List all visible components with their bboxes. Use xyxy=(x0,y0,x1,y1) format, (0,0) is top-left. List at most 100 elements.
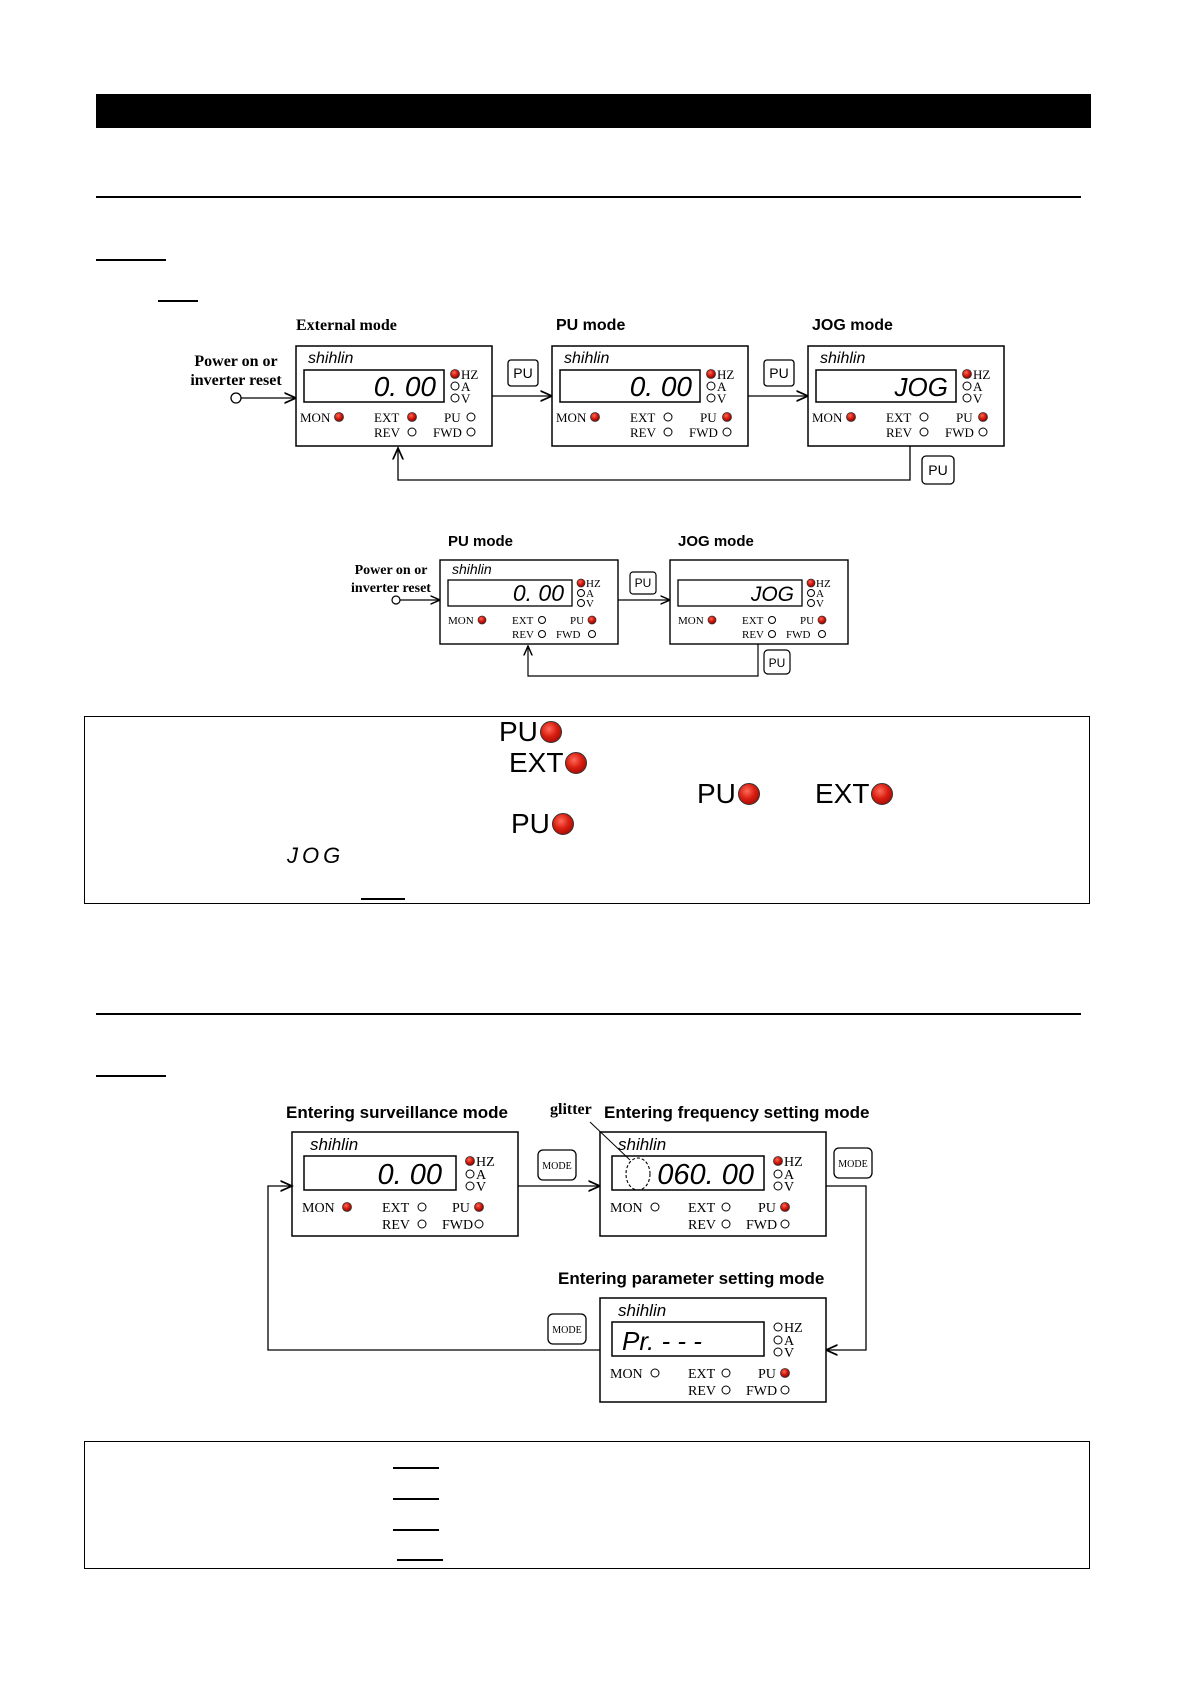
svg-text:REV: REV xyxy=(630,425,657,440)
ext-led-indicator: EXT xyxy=(815,779,894,809)
svg-text:EXT: EXT xyxy=(382,1201,410,1216)
glitter-label: glitter xyxy=(550,1101,592,1118)
svg-text:A: A xyxy=(784,1334,795,1349)
svg-text:A: A xyxy=(717,379,727,394)
panel-external: shihlin 0. 00 HZ A V MON EXT PU REV FWD xyxy=(295,345,493,447)
frequency-title: Entering frequency setting mode xyxy=(604,1103,869,1122)
mode-key[interactable]: MODE xyxy=(833,1147,873,1179)
subheading-underline xyxy=(158,300,198,302)
panel-frequency: shihlin 060. 00 HZ A V MON EXT PU REV FW… xyxy=(589,1121,827,1237)
svg-text:PU: PU xyxy=(570,615,584,627)
display-external: 0. 00 xyxy=(374,371,437,402)
pu-key[interactable]: PU xyxy=(507,359,539,387)
svg-text:REV: REV xyxy=(742,629,764,641)
heading-underline xyxy=(96,1075,166,1077)
svg-text:MON: MON xyxy=(300,410,331,425)
svg-text:MON: MON xyxy=(812,410,843,425)
operation-mode-diagram: Power on or inverter reset External mode… xyxy=(190,317,1005,485)
svg-text:A: A xyxy=(973,379,983,394)
svg-text:A: A xyxy=(784,1168,795,1183)
pu-key[interactable]: PU xyxy=(629,571,657,595)
jog-mode-title: JOG mode xyxy=(812,317,893,334)
display-frequency: 060. 00 xyxy=(657,1159,754,1191)
svg-text:EXT: EXT xyxy=(630,410,655,425)
power-terminal xyxy=(230,392,242,404)
svg-text:A: A xyxy=(586,588,594,600)
svg-text:shihlin: shihlin xyxy=(564,350,609,367)
svg-text:A: A xyxy=(461,379,471,394)
pu-mode-title: PU mode xyxy=(556,317,625,334)
svg-text:V: V xyxy=(784,1346,794,1361)
svg-text:PU mode: PU mode xyxy=(448,533,513,550)
svg-text:FWD: FWD xyxy=(746,1384,777,1399)
mode-key[interactable]: MODE xyxy=(537,1149,577,1181)
svg-text:EXT: EXT xyxy=(512,615,534,627)
svg-text:V: V xyxy=(973,391,983,406)
svg-text:V: V xyxy=(717,391,727,406)
svg-text:MON: MON xyxy=(610,1201,643,1216)
note-underline xyxy=(393,1498,439,1500)
svg-text:0. 00: 0. 00 xyxy=(513,580,564,606)
svg-text:inverter reset: inverter reset xyxy=(351,581,431,596)
svg-text:MON: MON xyxy=(610,1367,643,1382)
svg-text:FWD: FWD xyxy=(746,1218,777,1233)
svg-text:HZ: HZ xyxy=(476,1155,495,1170)
pu-key[interactable]: PU xyxy=(921,455,955,485)
svg-text:FWD: FWD xyxy=(442,1218,473,1233)
svg-text:A: A xyxy=(816,588,824,600)
parameter-title: Entering parameter setting mode xyxy=(558,1269,824,1288)
svg-text:FWD: FWD xyxy=(945,425,974,440)
svg-text:REV: REV xyxy=(374,425,401,440)
pu-led-indicator: PU xyxy=(511,809,574,839)
svg-text:PU: PU xyxy=(758,1367,776,1382)
svg-text:JOG: JOG xyxy=(750,583,794,606)
note-underline xyxy=(393,1467,439,1469)
svg-text:shihlin: shihlin xyxy=(308,350,353,367)
section-divider xyxy=(96,1013,1081,1015)
svg-text:shihlin: shihlin xyxy=(618,1135,666,1154)
svg-text:REV: REV xyxy=(512,629,534,641)
svg-text:MON: MON xyxy=(678,615,704,627)
svg-text:MON: MON xyxy=(556,410,587,425)
svg-text:EXT: EXT xyxy=(688,1367,716,1382)
svg-text:PU: PU xyxy=(928,462,947,478)
svg-text:V: V xyxy=(476,1180,486,1195)
svg-text:EXT: EXT xyxy=(374,410,399,425)
pu-key[interactable]: PU xyxy=(763,649,791,675)
svg-text:HZ: HZ xyxy=(973,367,990,382)
svg-text:V: V xyxy=(461,391,471,406)
svg-text:PU: PU xyxy=(700,410,717,425)
note-underline xyxy=(393,1529,439,1531)
svg-text:FWD: FWD xyxy=(786,629,811,641)
svg-text:MON: MON xyxy=(302,1201,335,1216)
svg-text:REV: REV xyxy=(886,425,913,440)
panel-pu: shihlin 0. 00 HZ A V MON EXT PU REV FWD xyxy=(551,345,749,447)
external-mode-title: External mode xyxy=(296,317,397,334)
svg-text:PU: PU xyxy=(444,410,461,425)
pu-jog-diagram: Power on or inverter reset PU mode JOG m… xyxy=(351,533,849,677)
svg-text:PU: PU xyxy=(956,410,973,425)
svg-text:V: V xyxy=(784,1180,794,1195)
panel-jog-small: JOG HZ A V MON EXT PU REV FWD xyxy=(669,559,849,645)
svg-text:PU: PU xyxy=(800,615,814,627)
glitter-digit-marker xyxy=(625,1157,651,1191)
svg-text:PU: PU xyxy=(513,365,532,381)
svg-text:shihlin: shihlin xyxy=(310,1135,358,1154)
note-box-2 xyxy=(84,1441,1090,1569)
display-pu: 0. 00 xyxy=(630,371,693,402)
svg-text:REV: REV xyxy=(688,1384,716,1399)
ext-led-indicator: EXT xyxy=(509,748,588,778)
svg-text:JOG mode: JOG mode xyxy=(678,533,754,550)
svg-text:A: A xyxy=(476,1168,487,1183)
panel-surveillance: shihlin 0. 00 HZ A V MON EXT PU REV FWD xyxy=(291,1131,519,1237)
surveillance-title: Entering surveillance mode xyxy=(286,1103,508,1122)
svg-text:MODE: MODE xyxy=(542,1161,571,1172)
svg-text:Power on or: Power on or xyxy=(355,563,428,578)
svg-text:HZ: HZ xyxy=(461,367,478,382)
svg-text:V: V xyxy=(586,598,594,610)
mode-switch-diagram: Entering surveillance mode glitter Enter… xyxy=(267,1101,873,1403)
svg-text:PU: PU xyxy=(452,1201,470,1216)
mode-key[interactable]: MODE xyxy=(547,1313,587,1345)
pu-key[interactable]: PU xyxy=(763,359,795,387)
svg-text:shihlin: shihlin xyxy=(618,1301,666,1320)
